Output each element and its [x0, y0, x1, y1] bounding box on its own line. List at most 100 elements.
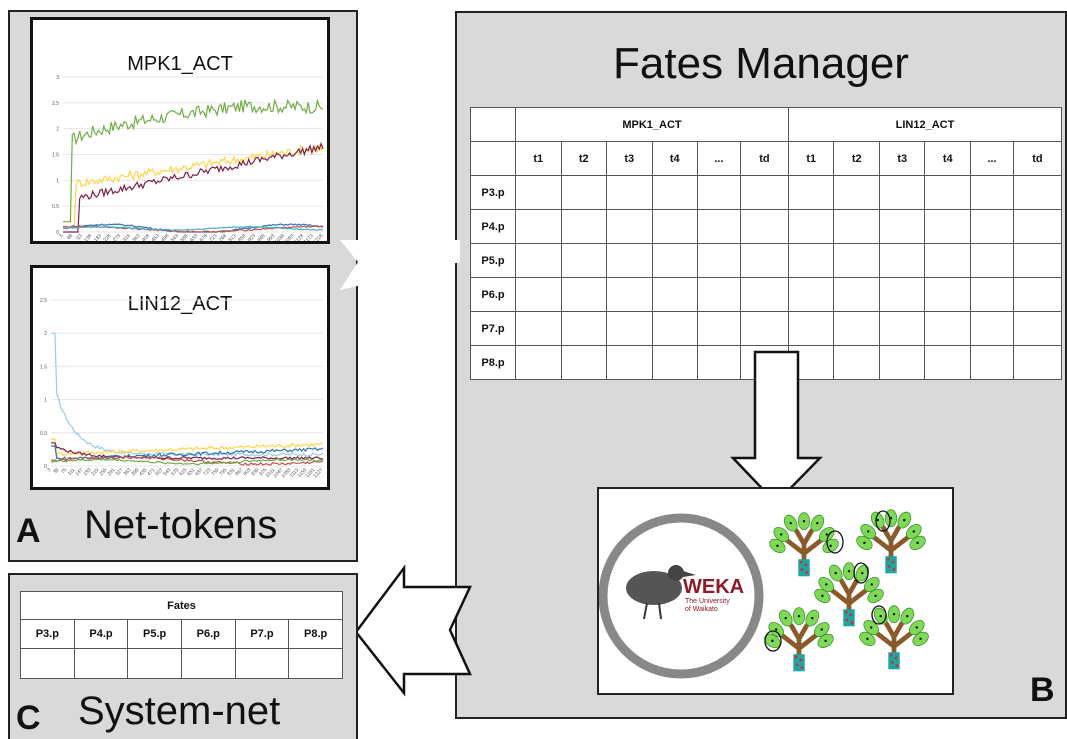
table-cell: [969, 345, 1014, 380]
series-line: [63, 141, 324, 233]
corner-cell: [470, 107, 516, 142]
x-tick-label: 399: [130, 467, 140, 477]
arrow-down-icon: [730, 350, 823, 505]
decision-trees-icon: [764, 509, 929, 672]
table-cell: [833, 345, 880, 380]
x-tick-label: 543: [170, 233, 180, 241]
x-tick-label: 138: [83, 233, 93, 241]
x-tick-label: 3: [58, 233, 64, 239]
weka-line2: of Waikato: [685, 606, 718, 613]
x-tick-label: 363: [131, 233, 141, 241]
y-tick-label: 2.5: [52, 101, 59, 107]
weka-ring-icon: [598, 513, 764, 679]
y-tick-label: 2: [44, 331, 47, 337]
table-cell: [1012, 175, 1063, 210]
highlight-circle: [875, 510, 891, 532]
x-tick-label: 435: [138, 467, 148, 477]
y-tick-label: 1: [44, 398, 47, 404]
y-tick-label: 1: [56, 178, 59, 184]
fate-column-header: P7.p: [234, 619, 290, 649]
fate-cell: [288, 648, 343, 679]
y-tick-label: 0.5: [40, 431, 47, 437]
chart-title: LIN12_ACT: [128, 293, 233, 315]
row-header: P8.p: [470, 345, 516, 380]
series-line: [50, 458, 324, 466]
corner-cell: [470, 141, 516, 176]
table-cell: [697, 345, 741, 380]
x-tick-label: 903: [242, 467, 252, 477]
fate-cell: [180, 648, 236, 679]
fate-column-header: P4.p: [73, 619, 129, 649]
fate-cell: [20, 648, 75, 679]
table-cell: [878, 243, 926, 278]
panel-letter-b: B: [1030, 671, 1055, 709]
table-row: P3.p: [470, 175, 1063, 210]
x-tick-label: 1119: [289, 467, 301, 479]
highlight-circle: [826, 530, 844, 554]
table-cell: [969, 311, 1014, 346]
table-cell: [606, 311, 653, 346]
x-tick-label: 471: [146, 467, 156, 477]
x-tick-label: 768: [218, 233, 228, 241]
column-header: t1: [515, 141, 562, 176]
column-header: t3: [878, 141, 926, 176]
series-line: [63, 98, 324, 223]
system-net-label: System-net: [78, 689, 281, 733]
highlight-circle: [871, 605, 887, 625]
table-cell: [1012, 311, 1063, 346]
x-tick-label: 975: [258, 467, 268, 477]
series-line: [62, 225, 324, 232]
x-tick-label: 759: [210, 467, 220, 477]
row-header: P5.p: [470, 243, 516, 278]
fate-cell: [234, 648, 290, 679]
table-cell: [969, 209, 1014, 244]
table-row: P7.p: [470, 311, 1063, 346]
fates-header: Fates: [20, 591, 343, 620]
net-tokens-label: Net-tokens: [84, 503, 278, 547]
table-cell: [739, 243, 789, 278]
x-tick-label: 111: [67, 467, 77, 477]
panel-letter-a: A: [16, 512, 41, 550]
row-header: P3.p: [470, 175, 516, 210]
table-cell: [739, 175, 789, 210]
highlight-circle: [764, 630, 782, 652]
table-cell: [606, 243, 653, 278]
table-cell: [833, 277, 880, 312]
fate-cell: [73, 648, 129, 679]
fate-column-header: P8.p: [288, 619, 343, 649]
table-cell: [739, 277, 789, 312]
x-tick-label: 228: [102, 233, 112, 241]
table-cell: [560, 311, 607, 346]
x-tick-label: 687: [194, 467, 204, 477]
x-tick-label: 327: [114, 467, 124, 477]
y-tick-label: 3: [56, 75, 59, 81]
x-tick-label: 939: [250, 467, 260, 477]
y-tick-label: 0: [56, 230, 59, 236]
y-tick-label: 2: [56, 127, 59, 133]
x-tick-label: 633: [189, 233, 199, 241]
table-cell: [697, 209, 741, 244]
series-line: [51, 332, 324, 458]
x-tick-label: 831: [226, 467, 236, 477]
x-tick-label: 903: [247, 233, 257, 241]
table-cell: [515, 311, 562, 346]
x-tick-label: 408: [141, 233, 151, 241]
x-tick-label: 273: [112, 233, 122, 241]
x-tick-label: 579: [170, 467, 180, 477]
y-tick-label: 0.5: [52, 204, 59, 210]
x-tick-label: 588: [179, 233, 189, 241]
x-tick-label: 183: [82, 467, 92, 477]
x-tick-label: 363: [122, 467, 132, 477]
weka-bird-icon: [626, 565, 696, 620]
table-cell: [560, 345, 607, 380]
x-tick-label: 318: [122, 233, 132, 241]
table-cell: [739, 311, 789, 346]
table-cell: [924, 277, 971, 312]
table-cell: [697, 277, 741, 312]
